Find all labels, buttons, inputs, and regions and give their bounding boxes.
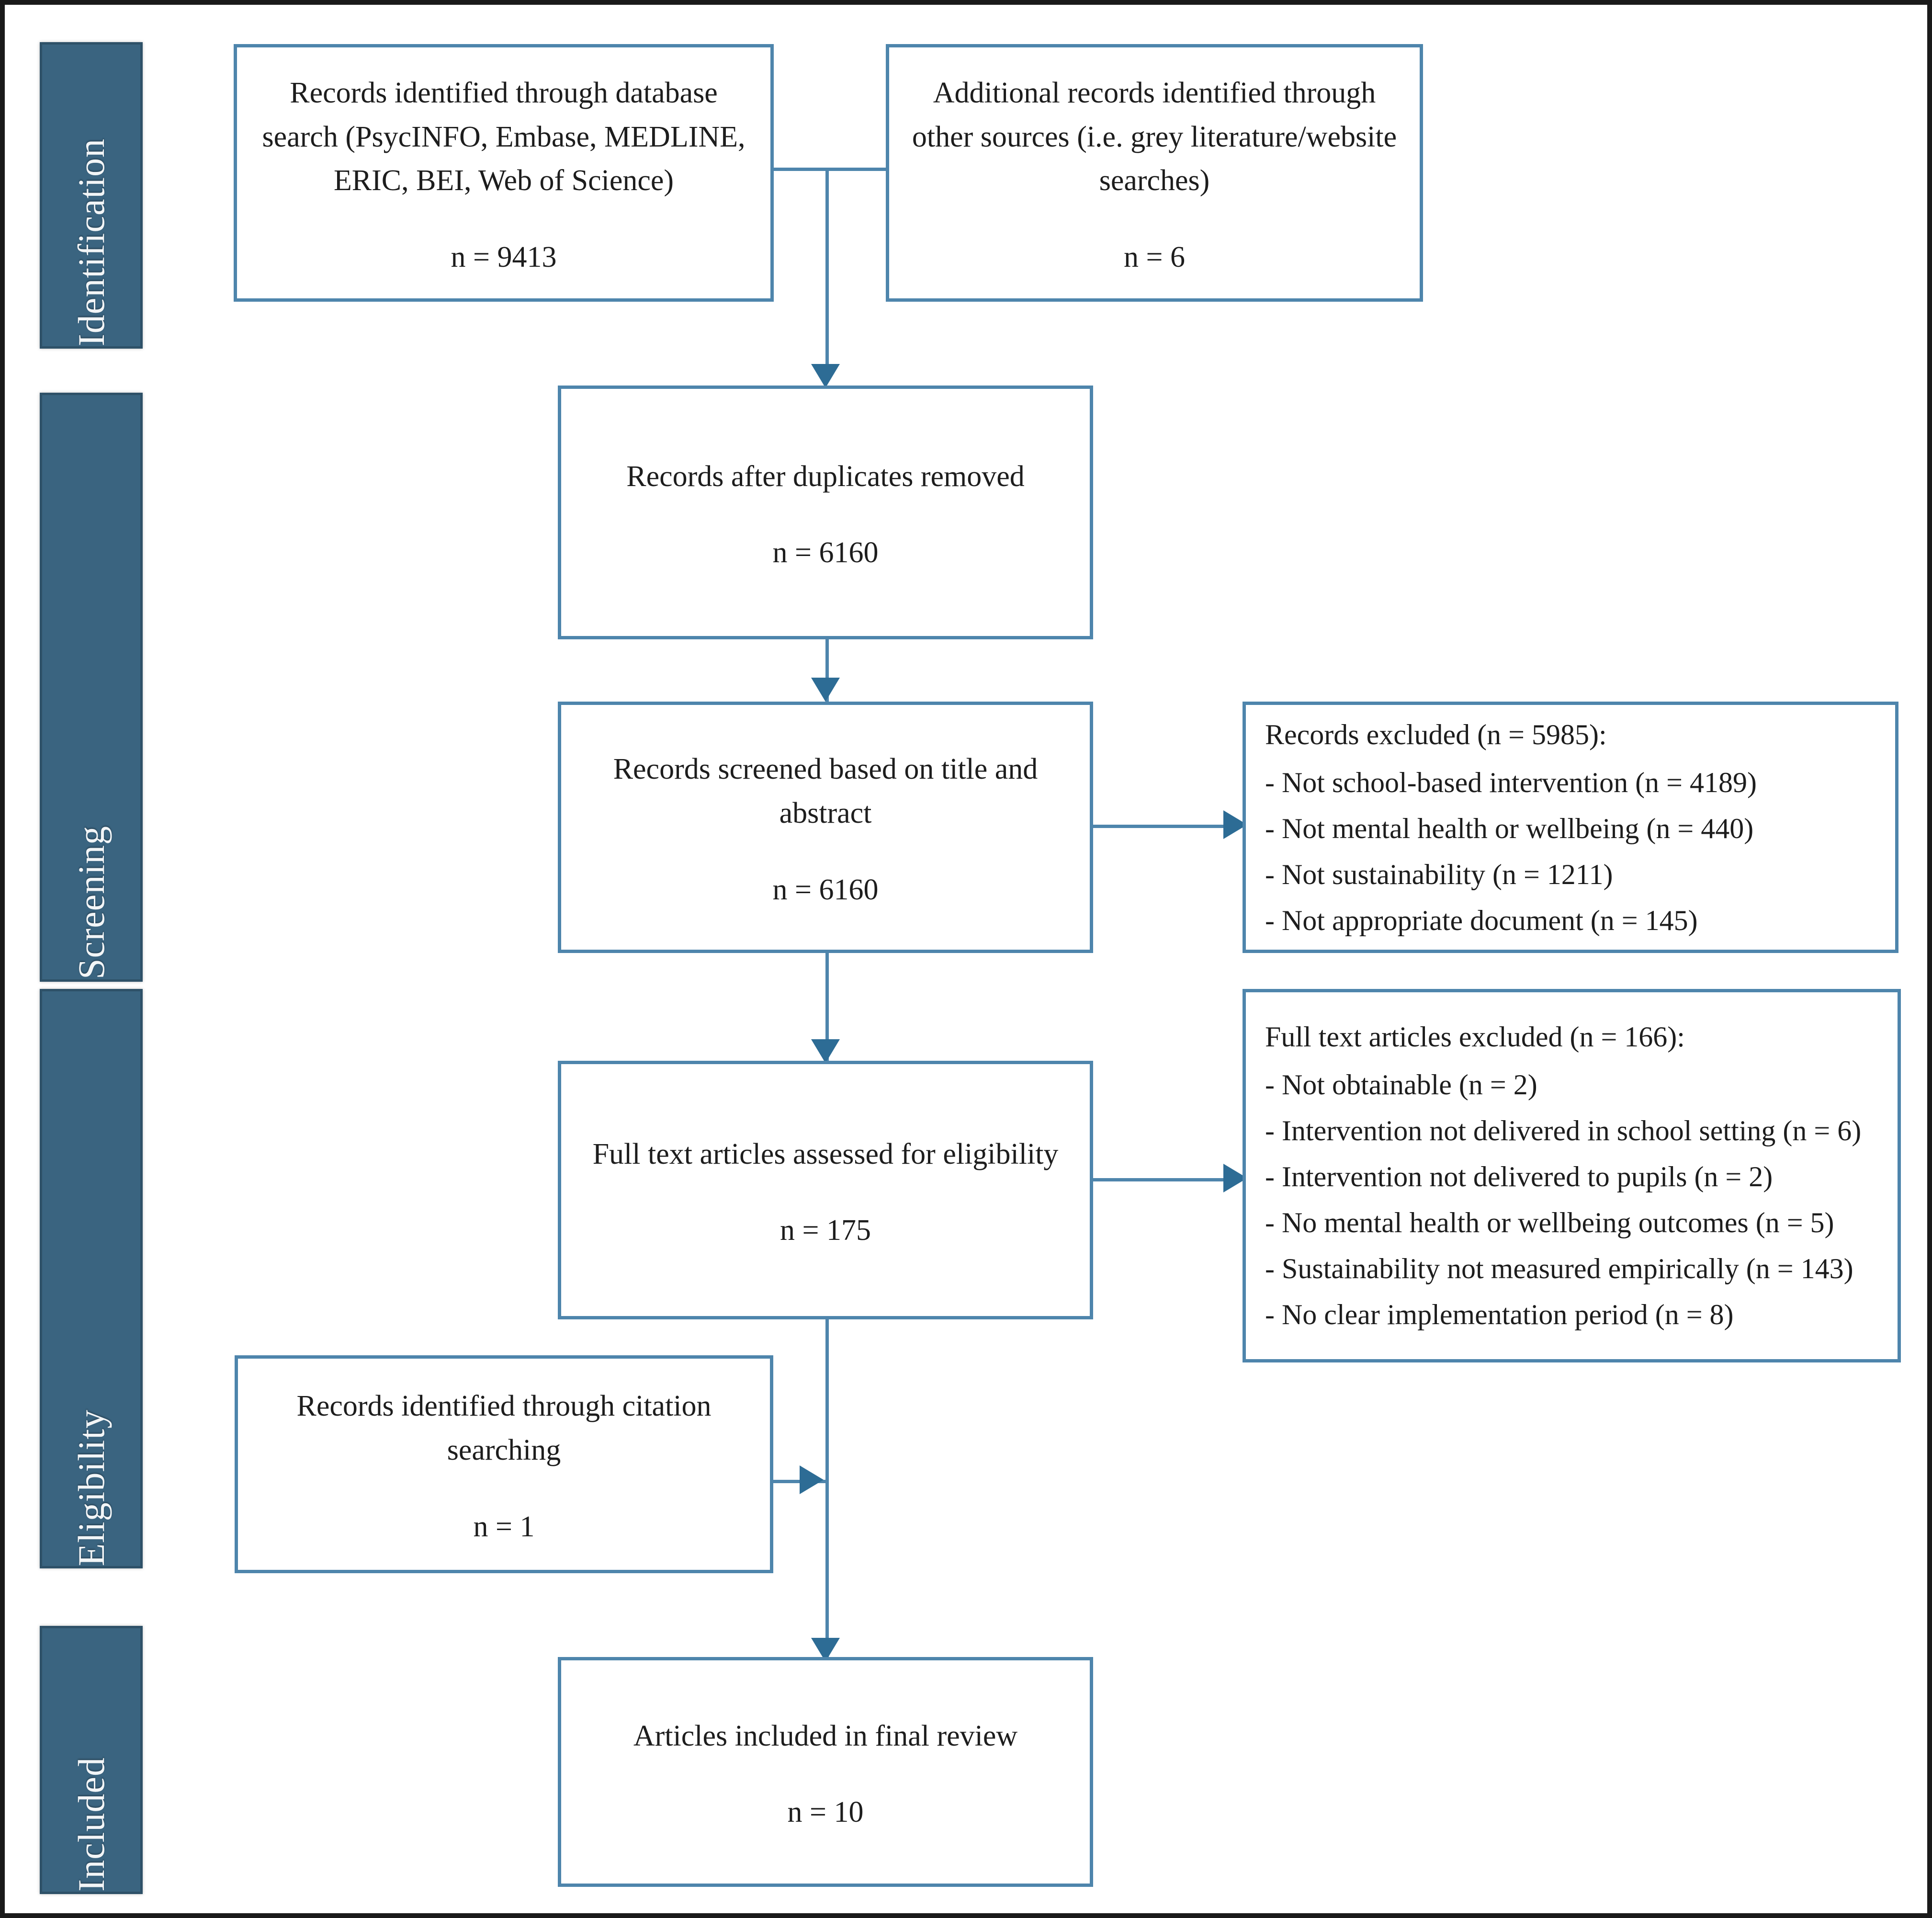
box-count-full-text-assessed: n = 175 (780, 1214, 871, 1247)
stage-label-eligibility: Eligibility (70, 1409, 112, 1566)
box-count-citation-searching: n = 1 (473, 1510, 535, 1543)
stage-label-identification: Identification (70, 138, 112, 346)
full-text-excluded-item-1: - Not obtainable (n = 2) (1265, 1069, 1537, 1101)
stage-bar-screening: Screening (40, 393, 143, 982)
full-text-excluded-item-2: - Intervention not delivered in school s… (1265, 1115, 1862, 1146)
records-excluded-heading: Records excluded (n = 5985): (1265, 718, 1607, 750)
box-title-other-sources: Additional records identified through ot… (912, 76, 1397, 197)
full-text-excluded-item-6: - No clear implementation period (n = 8) (1265, 1299, 1734, 1330)
box-records-excluded: Records excluded (n = 5985): - Not schoo… (1243, 702, 1898, 953)
arrow-to-duplicates-removed (811, 364, 840, 388)
records-excluded-item-3: - Not sustainability (n = 1211) (1265, 858, 1613, 890)
box-count-final-included: n = 10 (787, 1796, 864, 1829)
arrow-to-full-text-assessed (811, 1039, 840, 1063)
box-count-duplicates-removed: n = 6160 (772, 536, 879, 569)
box-records-identified-database-search: Records identified through database sear… (234, 44, 774, 302)
box-additional-records-other-sources: Additional records identified through ot… (886, 44, 1423, 302)
arrow-citation-searching (800, 1465, 824, 1494)
box-records-after-duplicates-removed: Records after duplicates removed n = 616… (558, 386, 1093, 639)
box-title-citation-searching: Records identified through citation sear… (296, 1390, 712, 1466)
box-citation-searching: Records identified through citation sear… (235, 1355, 773, 1573)
box-count-records-screened: n = 6160 (772, 873, 879, 906)
full-text-excluded-item-3: - Intervention not delivered to pupils (… (1265, 1161, 1773, 1192)
box-articles-included-final-review: Articles included in final review n = 10 (558, 1657, 1093, 1887)
full-text-excluded-item-4: - No mental health or wellbeing outcomes… (1265, 1207, 1834, 1238)
box-count-other-sources: n = 6 (1124, 241, 1185, 274)
box-full-text-assessed: Full text articles assessed for eligibil… (558, 1061, 1093, 1319)
box-count-database-search: n = 9413 (451, 241, 557, 274)
box-title-duplicates-removed: Records after duplicates removed (626, 460, 1025, 493)
connector-fulltext-to-excluded (1092, 1178, 1231, 1181)
stage-bar-eligibility: Eligibility (40, 989, 143, 1568)
box-title-records-screened: Records screened based on title and abst… (613, 753, 1038, 829)
stage-bar-included: Included (40, 1626, 143, 1894)
arrow-to-screened (811, 678, 840, 702)
box-title-full-text-assessed: Full text articles assessed for eligibil… (592, 1137, 1059, 1170)
box-full-text-excluded: Full text articles excluded (n = 166): -… (1243, 989, 1901, 1362)
connector-duplicates-to-screened (825, 637, 829, 702)
connector-identification-join (771, 168, 888, 171)
stage-label-included: Included (70, 1757, 112, 1892)
connector-screened-to-fulltext (825, 951, 829, 1066)
box-records-screened: Records screened based on title and abst… (558, 702, 1093, 953)
full-text-excluded-heading: Full text articles excluded (n = 166): (1265, 1021, 1685, 1053)
connector-identification-down (825, 168, 829, 374)
records-excluded-item-1: - Not school-based intervention (n = 418… (1265, 766, 1757, 798)
connector-screened-to-excluded (1092, 825, 1231, 828)
stage-label-screening: Screening (70, 826, 112, 979)
connector-fulltext-to-included (825, 1317, 829, 1667)
stage-bar-identification: Identification (40, 42, 143, 349)
box-title-final-included: Articles included in final review (633, 1719, 1018, 1752)
records-excluded-item-4: - Not appropriate document (n = 145) (1265, 904, 1698, 936)
full-text-excluded-item-5: - Sustainability not measured empiricall… (1265, 1253, 1853, 1284)
records-excluded-item-2: - Not mental health or wellbeing (n = 44… (1265, 812, 1754, 844)
box-title-database-search: Records identified through database sear… (262, 76, 746, 197)
